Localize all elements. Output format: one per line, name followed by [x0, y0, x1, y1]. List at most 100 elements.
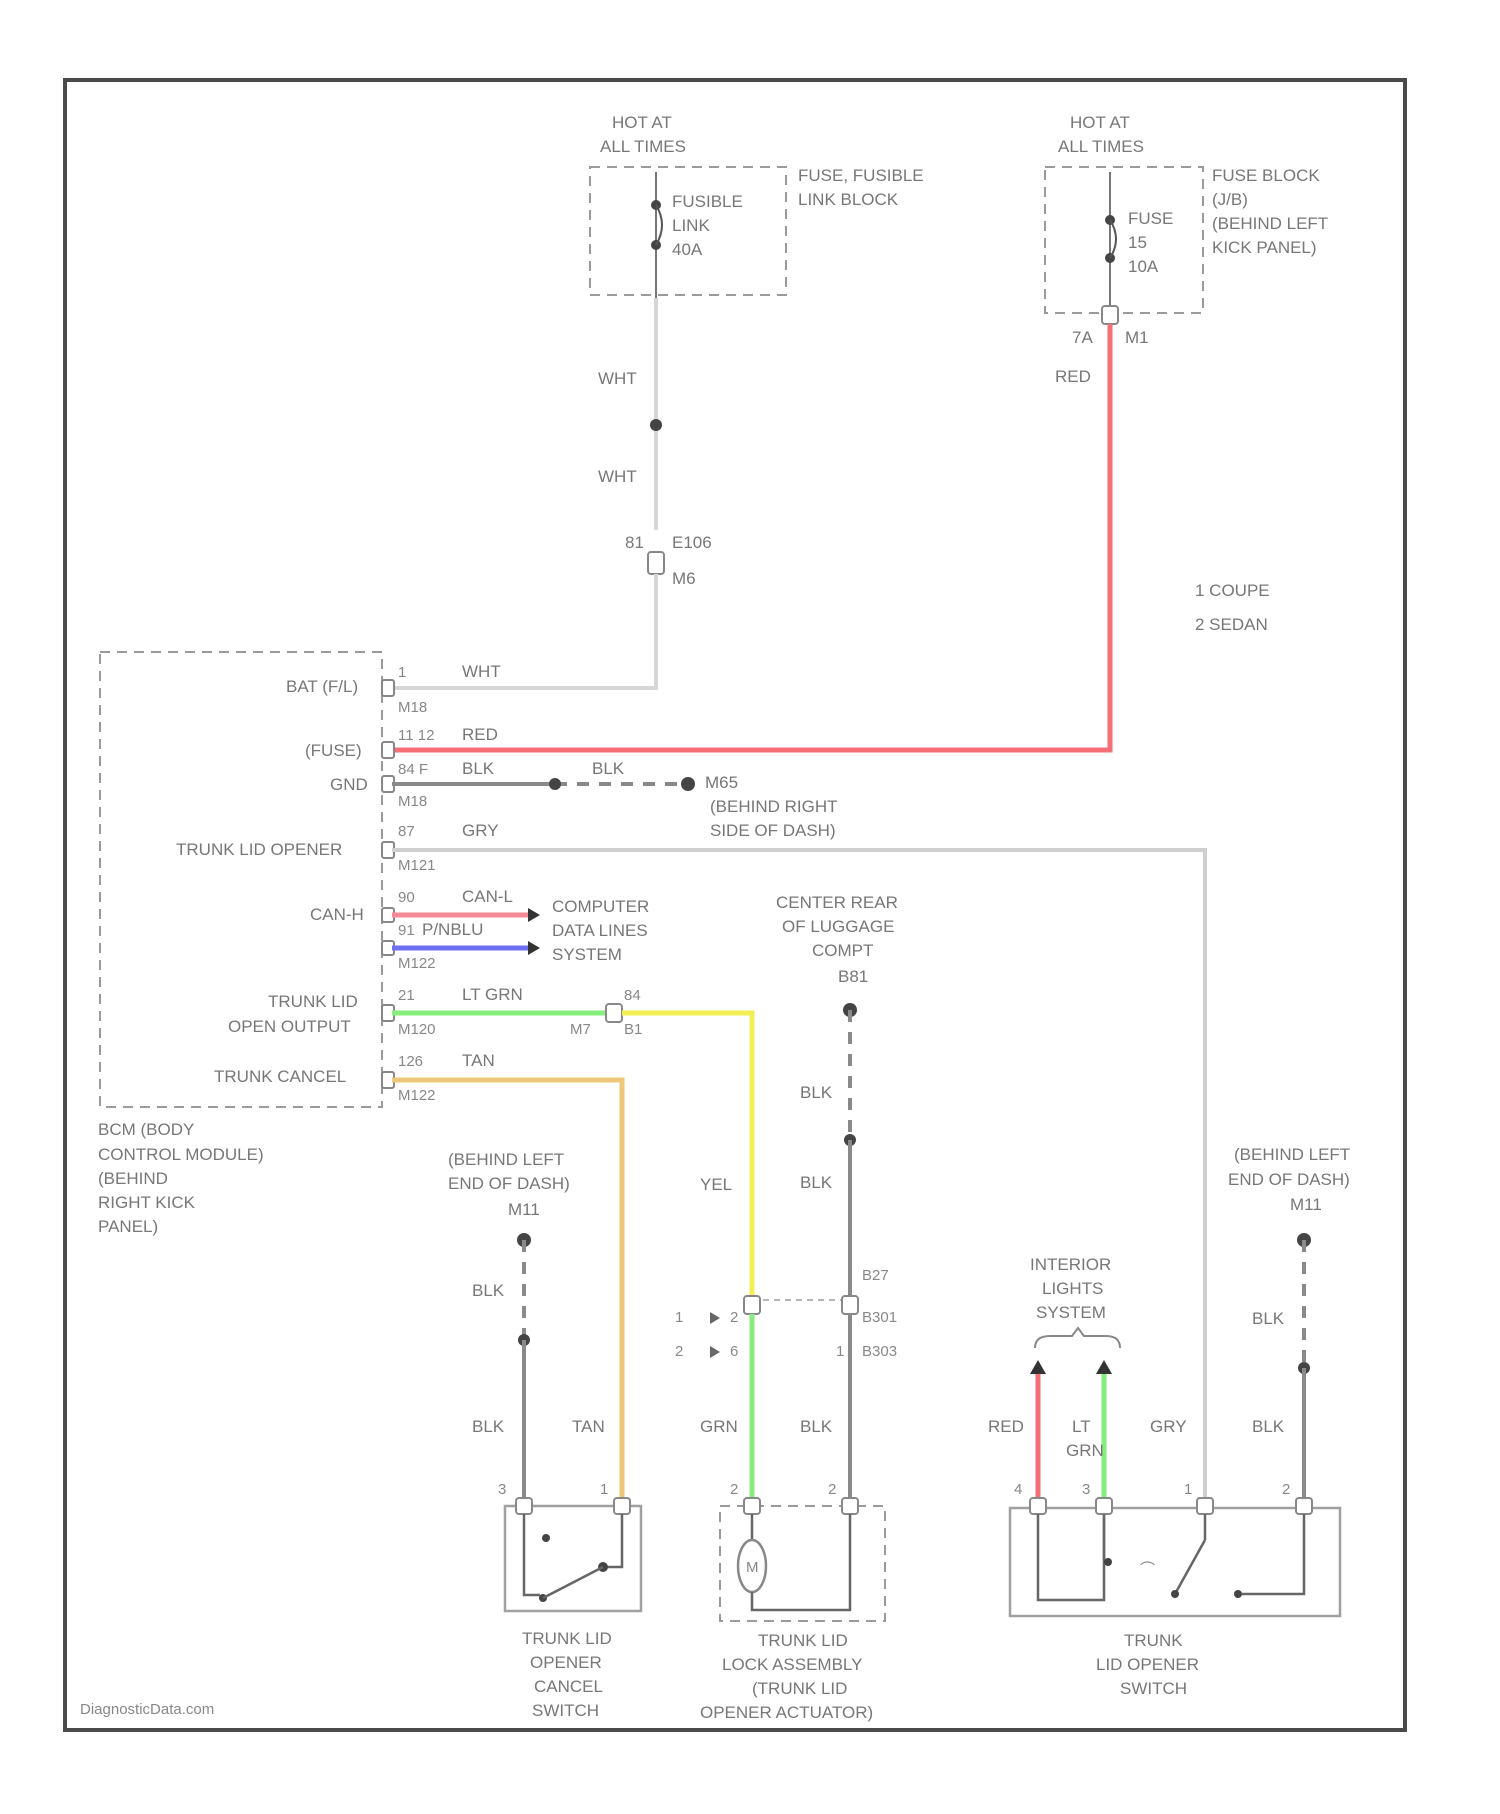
bcm-pin-trunk-lid: TRUNK LID: [268, 992, 358, 1011]
opener-switch-pin-3-label: 3: [1082, 1481, 1090, 1498]
bcm-pin-trunk-cancel: TRUNK CANCEL: [214, 1067, 346, 1086]
trunk-pin-number: 87: [398, 823, 415, 840]
gnd-splice: [549, 778, 561, 790]
right-blk-label-2: BLK: [1252, 1417, 1285, 1436]
bcm-pin-gnd: GND: [330, 775, 368, 794]
actuator-pin-b-label: 2: [828, 1481, 836, 1498]
can-pin-2: 91: [398, 922, 415, 939]
bcm-name-4: RIGHT KICK: [98, 1193, 196, 1212]
connector-81-label: 81: [625, 533, 644, 552]
trunk-wire-color: GRY: [462, 821, 499, 840]
cancel-switch-pin-3-label: 3: [498, 1481, 506, 1498]
bat-wire-color: WHT: [462, 662, 501, 681]
opener-switch-pin-4-label: 4: [1014, 1481, 1022, 1498]
legend-sedan: 2 SEDAN: [1195, 615, 1268, 634]
right-ground-location-2: END OF DASH): [1228, 1170, 1350, 1189]
right-ground-name: M11: [1290, 1195, 1322, 1214]
interior-grn-arrow: [1096, 1360, 1112, 1374]
right-blk-label-1: BLK: [1252, 1309, 1285, 1328]
interior-lights-1: INTERIOR: [1030, 1255, 1111, 1274]
cancel-switch-pin-3: [516, 1498, 532, 1514]
right-hot-label-1: HOT AT: [1070, 113, 1130, 132]
rear-location-1: CENTER REAR: [776, 893, 898, 912]
gnd-wire-color-1: BLK: [462, 759, 495, 778]
opener-switch-pin-3: [1096, 1498, 1112, 1514]
wht-label-1: WHT: [598, 369, 637, 388]
interior-lights-2: LIGHTS: [1042, 1279, 1103, 1298]
watermark: DiagnosticData.com: [80, 1701, 214, 1718]
right-ground-location-1: (BEHIND LEFT: [1234, 1145, 1350, 1164]
fuse-15-label-3: 10A: [1128, 257, 1159, 276]
bcm-pin-bat: BAT (F/L): [286, 677, 358, 696]
ground-location-2: SIDE OF DASH): [710, 821, 836, 840]
cancel-connector: M122: [398, 1087, 436, 1104]
cancel-switch-name-4: SWITCH: [532, 1701, 599, 1720]
connector-m6-label: M6: [672, 569, 696, 588]
fusible-link-block-label-2: LINK BLOCK: [798, 190, 899, 209]
fusible-link-block-label-1: FUSE, FUSIBLE: [798, 166, 924, 185]
fusible-link-label-3: 40A: [672, 240, 703, 259]
gnd-wire-color-2: BLK: [592, 759, 625, 778]
actuator-name-2: LOCK ASSEMBLY: [722, 1655, 862, 1674]
fusible-link-label-2: LINK: [672, 216, 710, 235]
bcm-name-2: CONTROL MODULE): [98, 1145, 264, 1164]
yel-wire: [622, 1013, 752, 1295]
interior-red-label: RED: [988, 1417, 1024, 1436]
cancel-switch-name-2: OPENER: [530, 1653, 602, 1672]
junction-selector-2: 2: [675, 1343, 683, 1360]
bcm-pin-open-output: OPEN OUTPUT: [228, 1017, 351, 1036]
can-destination-1: COMPUTER: [552, 897, 649, 916]
junction-b27: B27: [862, 1267, 889, 1284]
right-hot-label-2: ALL TIMES: [1058, 137, 1144, 156]
fuse-block-box: [1045, 167, 1203, 313]
rear-blk-label-a: BLK: [800, 1083, 833, 1102]
bcm-terminal-fuse: [382, 742, 394, 758]
junction-arrow-2: [710, 1346, 720, 1358]
fuse-block-pin-7a: 7A: [1072, 328, 1093, 347]
interior-lights-3: SYSTEM: [1036, 1303, 1106, 1322]
can-destination-2: DATA LINES: [552, 921, 648, 940]
opener-switch-pin-1: [1197, 1498, 1213, 1514]
gnd-connector: M18: [398, 793, 427, 810]
actuator-motor-symbol: M: [746, 1559, 759, 1576]
cancel-tan-label: TAN: [572, 1417, 605, 1436]
gnd-ground-name: M65: [705, 773, 738, 792]
rear-blk-label-b: BLK: [800, 1173, 833, 1192]
actuator-pin-a: [744, 1498, 760, 1514]
cancel-switch-name-1: TRUNK LID: [522, 1629, 612, 1648]
open-junction-b1: B1: [624, 1021, 642, 1038]
bcm-name-3: (BEHIND: [98, 1169, 168, 1188]
left-ground-location-1: (BEHIND LEFT: [448, 1150, 564, 1169]
junction-pin-2: 2: [730, 1309, 738, 1326]
can-destination-3: SYSTEM: [552, 945, 622, 964]
open-wire-color: LT GRN: [462, 985, 523, 1004]
tan-wire: [392, 1080, 622, 1500]
fuse-block-label-1: FUSE BLOCK: [1212, 166, 1320, 185]
left-blk-label-2: BLK: [472, 1417, 505, 1436]
fuse-block-label-3: (BEHIND LEFT: [1212, 214, 1328, 233]
rear-location-2: OF LUGGAGE: [782, 917, 894, 936]
cancel-switch-lead-left: [524, 1514, 540, 1595]
interior-red-arrow: [1030, 1360, 1046, 1374]
opener-switch-inner-loop: [1038, 1514, 1104, 1600]
actuator-name-4: OPENER ACTUATOR): [700, 1703, 873, 1722]
bcm-pin-trunk-opener: TRUNK LID OPENER: [176, 840, 342, 859]
open-connector: M120: [398, 1021, 436, 1038]
can-h-arrow: [528, 941, 540, 955]
cancel-switch-pin-1: [614, 1498, 630, 1514]
open-junction-m7: M7: [570, 1021, 591, 1038]
ground-location-1: (BEHIND RIGHT: [710, 797, 838, 816]
bcm-pin-can-h: CAN-H: [310, 905, 364, 924]
actuator-grn-label: GRN: [700, 1417, 738, 1436]
wht-label-2: WHT: [598, 467, 637, 486]
opener-switch-blade: [1175, 1540, 1205, 1594]
bcm-terminal-bat: [382, 680, 394, 696]
can-connector: M122: [398, 955, 436, 972]
bat-pin-number: 1: [398, 664, 406, 681]
cancel-switch-pin-1-label: 1: [600, 1481, 608, 1498]
actuator-name-3: (TRUNK LID: [752, 1679, 847, 1698]
actuator-pin-a-label: 2: [730, 1481, 738, 1498]
junction-b301: B301: [862, 1309, 897, 1326]
left-ground-name: M11: [508, 1200, 540, 1219]
fuse-block-pin: [1102, 306, 1118, 324]
